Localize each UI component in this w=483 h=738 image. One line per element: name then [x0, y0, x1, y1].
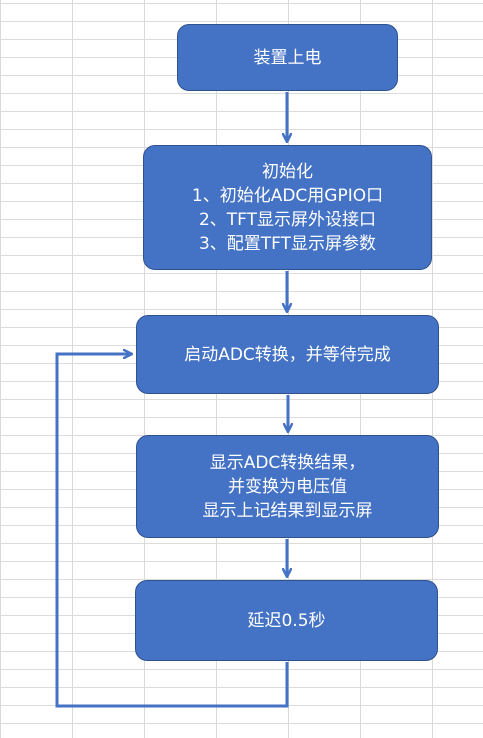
step-start-adc-label: 启动ADC转换，并等待完成: [184, 344, 391, 365]
step-display-result-line-3: 显示上记结果到显示屏: [202, 500, 373, 521]
step-display-result-line-1: 显示ADC转换结果，: [209, 452, 366, 473]
step-initialize: 初始化 1、初始化ADC用GPIO口 2、TFT显示屏外设接口 3、配置TFT显…: [143, 145, 432, 270]
step-display-result: 显示ADC转换结果， 并变换为电压值 显示上记结果到显示屏: [136, 435, 439, 538]
step-initialize-title: 初始化: [262, 161, 313, 182]
step-start-adc: 启动ADC转换，并等待完成: [136, 315, 439, 394]
step-initialize-line-3: 3、配置TFT显示屏参数: [198, 233, 377, 254]
step-delay-label: 延迟0.5秒: [247, 610, 326, 631]
step-power-on-label: 装置上电: [253, 47, 322, 68]
step-power-on: 装置上电: [177, 24, 398, 91]
step-delay: 延迟0.5秒: [135, 580, 438, 661]
step-initialize-line-2: 2、TFT显示屏外设接口: [198, 209, 377, 230]
step-initialize-line-1: 1、初始化ADC用GPIO口: [191, 185, 384, 206]
loop-back-arrow: [55, 354, 289, 708]
step-display-result-line-2: 并变换为电压值: [228, 476, 347, 497]
